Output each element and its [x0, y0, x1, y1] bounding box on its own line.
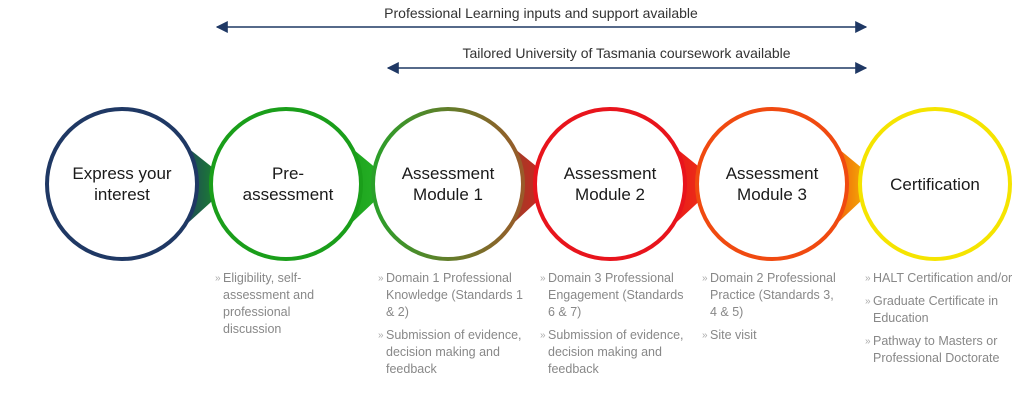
- bullet-glyph: »: [702, 330, 708, 341]
- note-item: »Domain 2 Professional Practice (Standar…: [702, 271, 836, 319]
- professional-learning-label: Professional Learning inputs and support…: [384, 5, 698, 21]
- stage-label-module-3: Assessment Module 3: [725, 164, 819, 204]
- bullet-glyph: »: [378, 330, 384, 341]
- notes-module-3: »Domain 2 Professional Practice (Standar…: [702, 270, 837, 350]
- stage-circle-module-2: [533, 107, 687, 261]
- note-item: »Submission of evidence, decision making…: [540, 328, 684, 376]
- stage-label-module-1: Assessment Module 1: [401, 164, 495, 204]
- stage-circle-module-3: [695, 107, 849, 261]
- bullet-glyph: »: [865, 296, 871, 307]
- stage-label-pre-assessment: Pre-assessment: [242, 164, 334, 204]
- stage-label-certification: Certification: [890, 174, 980, 194]
- stage-label-module-2: Assessment Module 2: [563, 164, 657, 204]
- notes-pre-assessment: »Eligibility, self-assessment and profes…: [215, 270, 330, 344]
- note-item: »Site visit: [702, 328, 757, 342]
- stage-label-express-interest: Express your interest: [72, 164, 172, 204]
- note-item: »Submission of evidence, decision making…: [378, 328, 522, 376]
- note-item: »HALT Certification and/or: [865, 271, 1013, 285]
- bullet-glyph: »: [540, 273, 546, 284]
- bullet-glyph: »: [378, 273, 384, 284]
- note-item: »Graduate Certificate in Education: [865, 294, 999, 325]
- notes-module-1: »Domain 1 Professional Knowledge (Standa…: [378, 270, 523, 384]
- bullet-glyph: »: [215, 273, 221, 284]
- bullet-glyph: »: [702, 273, 708, 284]
- stage-circle-module-1: [371, 107, 525, 261]
- note-item: »Pathway to Masters or Professional Doct…: [865, 334, 1000, 365]
- bullet-glyph: »: [865, 273, 871, 284]
- notes-certification: »HALT Certification and/or »Graduate Cer…: [865, 270, 1015, 373]
- bullet-glyph: »: [540, 330, 546, 341]
- stage-circle-express-interest: [45, 107, 199, 261]
- note-item: »Domain 1 Professional Knowledge (Standa…: [378, 271, 523, 319]
- note-item: »Domain 3 Professional Engagement (Stand…: [540, 271, 684, 319]
- stage-circle-pre-assessment: [209, 107, 363, 261]
- bullet-glyph: »: [865, 336, 871, 347]
- coursework-label: Tailored University of Tasmania coursewo…: [462, 45, 791, 61]
- notes-module-2: »Domain 3 Professional Engagement (Stand…: [540, 270, 685, 384]
- note-item: »Eligibility, self-assessment and profes…: [215, 271, 315, 336]
- stage-circle-certification: [858, 107, 1012, 261]
